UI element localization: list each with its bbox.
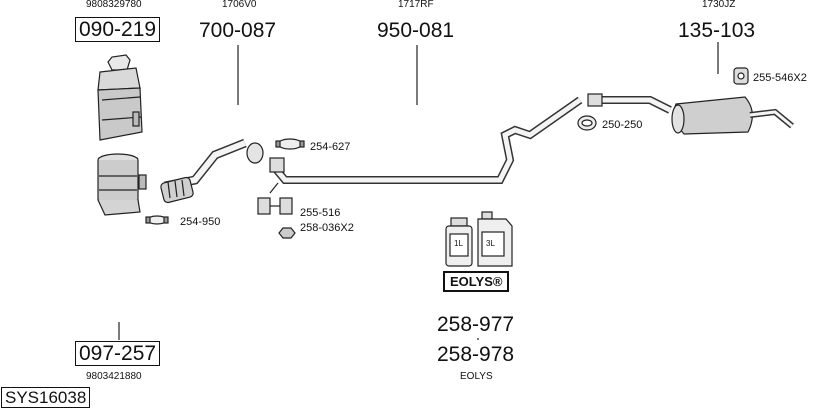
part-number-catalyst: 090-219 <box>75 17 161 42</box>
rear-pipe-drawing <box>587 93 672 114</box>
oe-number-rear-silencer: 1730JZ <box>702 0 736 10</box>
clamp-254-627-drawing <box>275 138 305 150</box>
nut-258-036-drawing <box>278 227 296 239</box>
eolys-bottle-small-label: 1L <box>454 239 463 248</box>
eolys-bottle-large-drawing <box>477 211 513 267</box>
bracket-255-516-drawing <box>257 182 293 215</box>
eolys-bottle-large-label: 3L <box>486 239 495 248</box>
label-hanger-255-546: 255-546X2 <box>753 72 807 84</box>
oe-number-dpf: 9803421880 <box>86 371 142 382</box>
oe-number-front-pipe: 1706V0 <box>222 0 257 10</box>
clamp-254-950-drawing <box>145 215 169 225</box>
system-id: SYS16038 <box>1 387 91 408</box>
front-pipe-drawing <box>160 138 264 204</box>
middle-pipe-drawing <box>269 96 583 184</box>
hanger-255-546-drawing <box>733 67 749 85</box>
label-ring-250-250: 250-250 <box>602 119 643 131</box>
part-number-middle-pipe: 950-081 <box>377 19 455 42</box>
catalyst-drawing <box>97 54 143 141</box>
oe-number-middle-pipe: 1717RF <box>398 0 434 10</box>
part-number-eolys-2: 258-978 <box>437 343 515 366</box>
label-nut-258-036: 258-036X2 <box>300 222 354 234</box>
eolys-badge: EOLYS® <box>443 271 510 292</box>
rear-silencer-drawing <box>671 96 794 135</box>
part-number-eolys-1: 258-977 <box>437 313 515 336</box>
oe-number-catalyst: 9808329780 <box>86 0 142 10</box>
part-number-front-pipe: 700-087 <box>199 19 277 42</box>
part-number-rear-silencer: 135-103 <box>678 19 756 42</box>
eolys-bottle-small-drawing <box>445 217 473 267</box>
part-number-dpf: 097-257 <box>75 341 161 366</box>
label-bracket-255-516: 255-516 <box>300 207 341 219</box>
ring-250-250-drawing <box>577 115 597 131</box>
label-clamp-254-627: 254-627 <box>310 141 351 153</box>
label-clamp-254-950: 254-950 <box>180 216 221 228</box>
dpf-drawing <box>97 153 147 216</box>
eolys-caption: EOLYS <box>460 371 493 382</box>
